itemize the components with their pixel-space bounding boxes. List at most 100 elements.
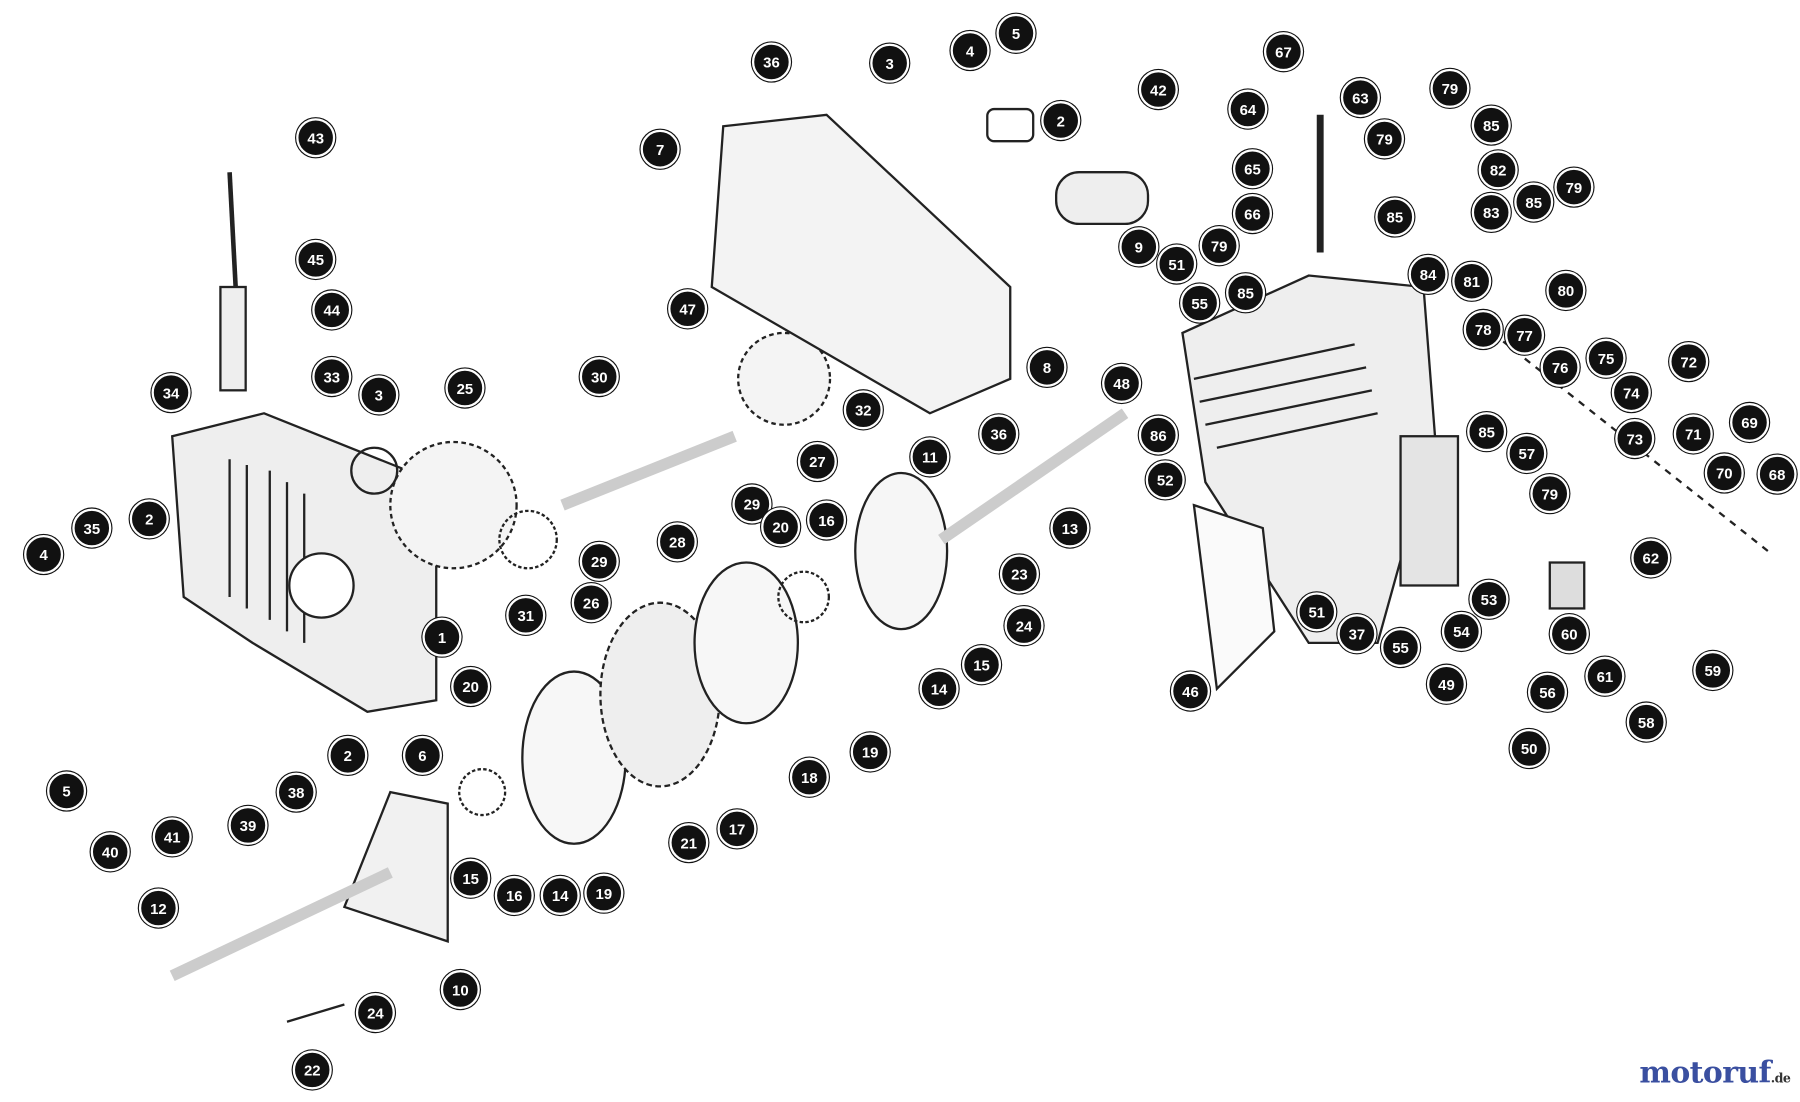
part-callout: 23: [999, 554, 1039, 594]
part-callout: 2: [1041, 101, 1081, 141]
part-callout: 10: [440, 970, 480, 1010]
part-callout: 69: [1730, 402, 1770, 442]
part-callout: 79: [1199, 226, 1239, 266]
part-callout: 70: [1704, 453, 1744, 493]
left-housing: [170, 412, 438, 713]
part-callout: 61: [1585, 656, 1625, 696]
part-callout: 3: [359, 375, 399, 415]
part-callout: 14: [919, 669, 959, 709]
part-callout: 36: [979, 414, 1019, 454]
part-callout: 85: [1514, 182, 1554, 222]
part-callout: 46: [1170, 671, 1210, 711]
part-callout: 5: [47, 771, 87, 811]
part-callout: 30: [579, 357, 619, 397]
gears-left: [350, 440, 627, 845]
part-callout: 79: [1530, 474, 1570, 514]
part-callout: 51: [1297, 592, 1337, 632]
part-callout: 43: [296, 118, 336, 158]
part-callout: 75: [1586, 338, 1626, 378]
part-callout: 19: [584, 873, 624, 913]
part-callout: 15: [962, 645, 1002, 685]
part-callout: 77: [1505, 315, 1545, 355]
part-callout: 31: [506, 595, 546, 635]
part-callout: 48: [1102, 363, 1142, 403]
part-callout: 5: [996, 13, 1036, 53]
part-callout: 25: [445, 368, 485, 408]
part-callout: 52: [1145, 460, 1185, 500]
part-callout: 49: [1426, 664, 1466, 704]
part-callout: 33: [312, 357, 352, 397]
part-callout: 37: [1337, 614, 1377, 654]
part-callout: 84: [1408, 254, 1448, 294]
part-callout: 21: [669, 823, 709, 863]
part-callout: 58: [1626, 702, 1666, 742]
part-callout: 80: [1546, 270, 1586, 310]
part-callout: 38: [276, 772, 316, 812]
part-callout: 71: [1673, 414, 1713, 454]
part-callout: 24: [355, 993, 395, 1033]
part-callout: 68: [1757, 454, 1797, 494]
part-callout: 16: [807, 500, 847, 540]
part-callout: 66: [1232, 194, 1272, 234]
part-callout: 79: [1554, 167, 1594, 207]
part-callout: 3: [870, 43, 910, 83]
top-cover: [710, 107, 1150, 415]
part-callout: 59: [1693, 650, 1733, 690]
part-callout: 60: [1549, 614, 1589, 654]
part-callout: 19: [850, 732, 890, 772]
watermark-logo: motoruf.de: [1639, 1056, 1791, 1091]
part-callout: 2: [129, 499, 169, 539]
part-callout: 57: [1507, 433, 1547, 473]
part-callout: 27: [797, 441, 837, 482]
part-callout: 73: [1615, 419, 1655, 459]
part-callout: 86: [1138, 415, 1178, 455]
part-callout: 55: [1180, 283, 1220, 323]
part-callout: 85: [1226, 273, 1266, 313]
part-callout: 7: [640, 129, 680, 169]
part-callout: 17: [717, 809, 757, 849]
part-callout: 15: [451, 858, 491, 898]
part-callout: 34: [151, 373, 191, 413]
part-callout: 8: [1027, 347, 1067, 387]
watermark-name: motoruf: [1639, 1056, 1771, 1091]
part-callout: 29: [579, 541, 619, 581]
part-callout: 45: [296, 239, 336, 279]
part-callout: 56: [1527, 672, 1568, 712]
part-callout: 85: [1471, 105, 1511, 145]
part-callout: 18: [789, 757, 829, 797]
watermark-tld: .de: [1770, 1071, 1791, 1087]
shaft-43: [219, 172, 247, 392]
part-callout: 63: [1340, 78, 1380, 118]
part-callout: 39: [228, 805, 268, 845]
part-callout: 26: [571, 583, 611, 623]
output-axle-13: [854, 408, 1129, 631]
part-callout: 55: [1381, 627, 1421, 667]
part-callout: 67: [1263, 32, 1303, 72]
part-callout: 62: [1631, 538, 1671, 578]
part-callout: 50: [1509, 728, 1549, 769]
part-callout: 11: [910, 437, 950, 477]
lower-axle-12: [169, 790, 449, 1023]
part-callout: 78: [1463, 309, 1503, 349]
part-callout: 9: [1119, 227, 1159, 267]
part-callout: 64: [1228, 89, 1268, 129]
part-callout: 72: [1669, 342, 1709, 382]
part-callout: 79: [1430, 68, 1470, 108]
part-callout: 22: [292, 1050, 332, 1090]
part-callout: 76: [1540, 347, 1580, 387]
part-callout: 4: [950, 30, 990, 71]
part-callout: 13: [1050, 508, 1090, 548]
part-callout: 53: [1469, 579, 1509, 619]
part-callout: 85: [1375, 197, 1415, 237]
part-callout: 82: [1478, 150, 1518, 190]
part-callout: 24: [1004, 606, 1044, 646]
part-callout: 54: [1441, 611, 1481, 651]
center-gears: [560, 331, 832, 788]
part-callout: 85: [1467, 412, 1507, 452]
part-callout: 51: [1157, 244, 1197, 284]
right-pump-housing: [1181, 114, 1769, 692]
part-callout: 65: [1232, 149, 1272, 189]
part-callout: 42: [1138, 70, 1178, 110]
